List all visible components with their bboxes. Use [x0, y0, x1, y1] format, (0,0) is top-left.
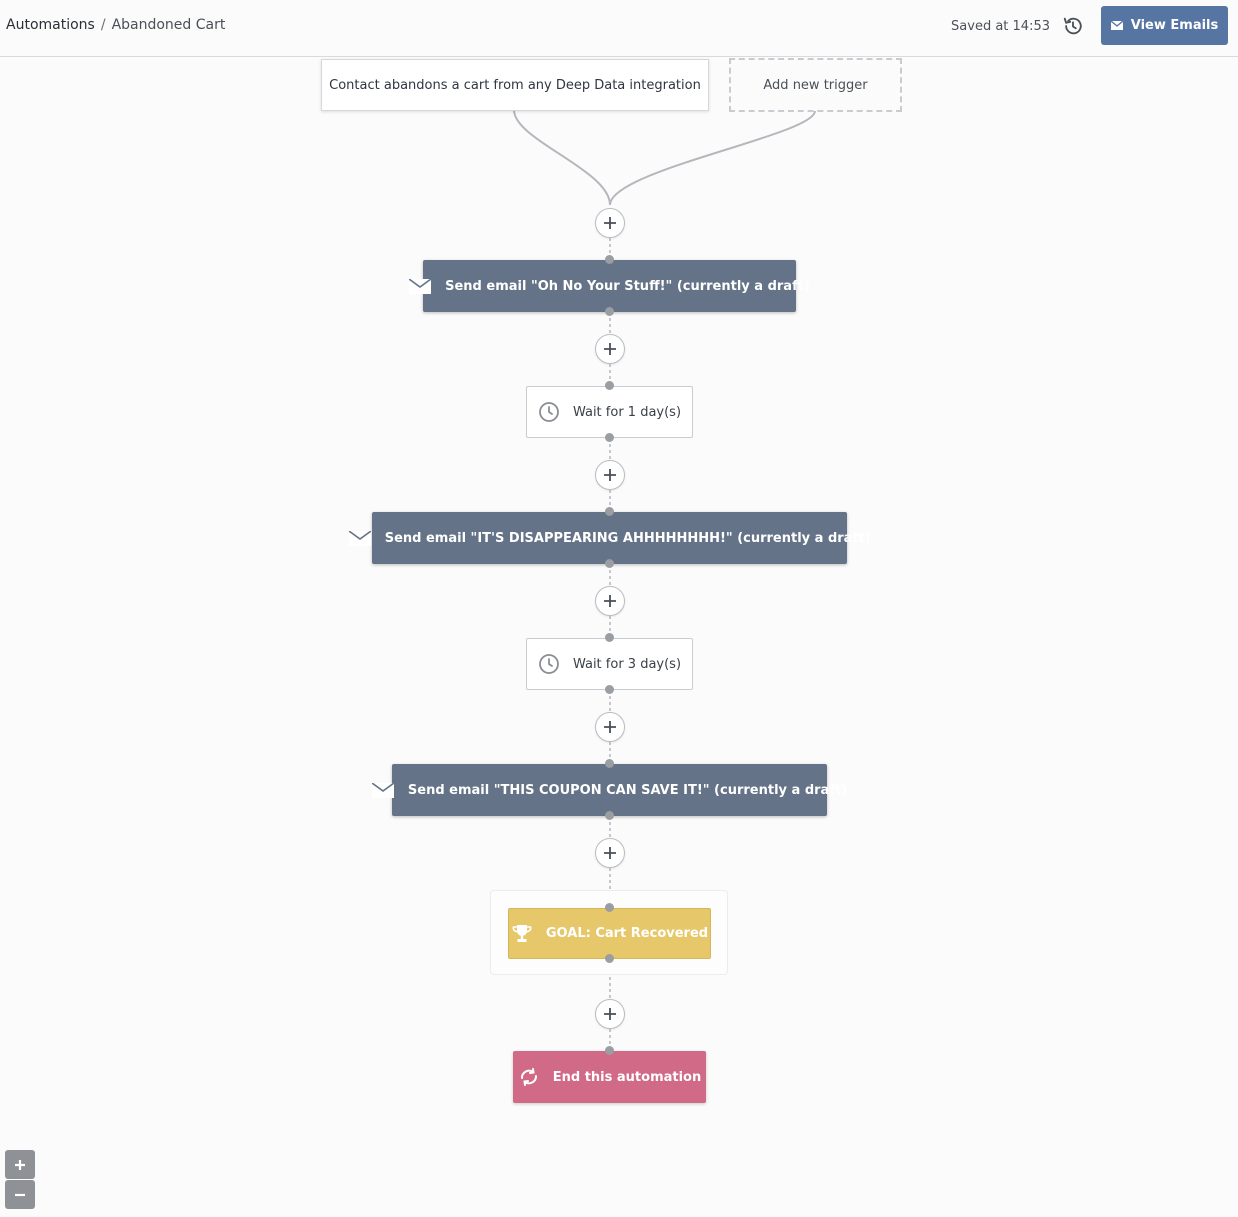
zoom-in-button[interactable] [5, 1150, 35, 1179]
add-step-button[interactable] [595, 838, 625, 868]
refresh-icon [520, 1068, 537, 1086]
add-step-button[interactable] [595, 712, 625, 742]
connector-dot [605, 759, 614, 768]
clock-icon [539, 402, 559, 422]
saved-status: Saved at 14:53 [951, 19, 1050, 34]
wait-step-label: Wait for 3 day(s) [572, 656, 682, 672]
connector-dot [605, 954, 614, 963]
connector-dot [605, 307, 614, 316]
connector-dot [605, 255, 614, 264]
trophy-icon [512, 924, 532, 942]
wait-step-1[interactable]: Wait for 1 day(s) [526, 386, 693, 438]
breadcrumb: Automations / Abandoned Cart [6, 17, 225, 33]
end-label: End this automation [552, 1069, 702, 1085]
history-icon[interactable] [1062, 15, 1084, 37]
connector-dot [605, 685, 614, 694]
plus-icon [604, 721, 616, 733]
add-step-button[interactable] [595, 999, 625, 1029]
envelope-icon [409, 278, 432, 294]
connector-dot [605, 903, 614, 912]
connector-dot [605, 507, 614, 516]
email-step-label: Send email "IT'S DISAPPEARING AHHHHHHHH!… [384, 530, 871, 546]
plus-icon [604, 343, 616, 355]
zoom-out-icon [15, 1193, 25, 1196]
add-step-button[interactable] [595, 334, 625, 364]
add-step-button[interactable] [595, 460, 625, 490]
envelope-icon [348, 530, 371, 546]
add-step-button[interactable] [595, 208, 625, 238]
connector-dot [605, 811, 614, 820]
goal-step[interactable]: GOAL: Cart Recovered [508, 908, 711, 959]
top-bar: Automations / Abandoned Cart Saved at 14:5… [0, 0, 1238, 57]
plus-icon [604, 595, 616, 607]
breadcrumb-current: Abandoned Cart [111, 17, 226, 33]
breadcrumb-automations-link[interactable]: Automations [6, 17, 95, 33]
view-emails-label: View Emails [1130, 18, 1219, 33]
end-automation-step[interactable]: End this automation [513, 1051, 706, 1103]
plus-icon [604, 469, 616, 481]
connector-dot [605, 633, 614, 642]
add-trigger-label: Add new trigger [763, 77, 868, 93]
wait-step-2[interactable]: Wait for 3 day(s) [526, 638, 693, 690]
connector-dot [605, 381, 614, 390]
plus-icon [604, 217, 616, 229]
trigger-label: Contact abandons a cart from any Deep Da… [329, 77, 701, 93]
view-emails-button[interactable]: View Emails [1101, 6, 1228, 45]
email-step-label: Send email "THIS COUPON CAN SAVE IT!" (c… [407, 782, 848, 798]
zoom-in-icon [15, 1159, 25, 1170]
plus-icon [604, 847, 616, 859]
email-step-label: Send email "Oh No Your Stuff!" (currentl… [445, 278, 810, 294]
send-email-step-1[interactable]: Send email "Oh No Your Stuff!" (currentl… [409, 260, 810, 312]
connector-dot [605, 559, 614, 568]
envelope-icon [371, 782, 394, 798]
connector-dot [605, 1046, 614, 1055]
goal-label: GOAL: Cart Recovered [545, 926, 709, 941]
breadcrumb-separator: / [100, 17, 106, 33]
envelope-icon [1110, 21, 1123, 30]
send-email-step-2[interactable]: Send email "IT'S DISAPPEARING AHHHHHHHH!… [348, 512, 870, 564]
clock-icon [539, 654, 559, 674]
add-new-trigger-button[interactable]: Add new trigger [729, 58, 902, 112]
send-email-step-3[interactable]: Send email "THIS COUPON CAN SAVE IT!" (c… [371, 764, 847, 816]
plus-icon [604, 1008, 616, 1020]
wait-step-label: Wait for 1 day(s) [572, 404, 682, 420]
connector-dot [605, 433, 614, 442]
trigger-abandoned-cart[interactable]: Contact abandons a cart from any Deep Da… [321, 59, 709, 111]
zoom-out-button[interactable] [5, 1180, 35, 1209]
add-step-button[interactable] [595, 586, 625, 616]
